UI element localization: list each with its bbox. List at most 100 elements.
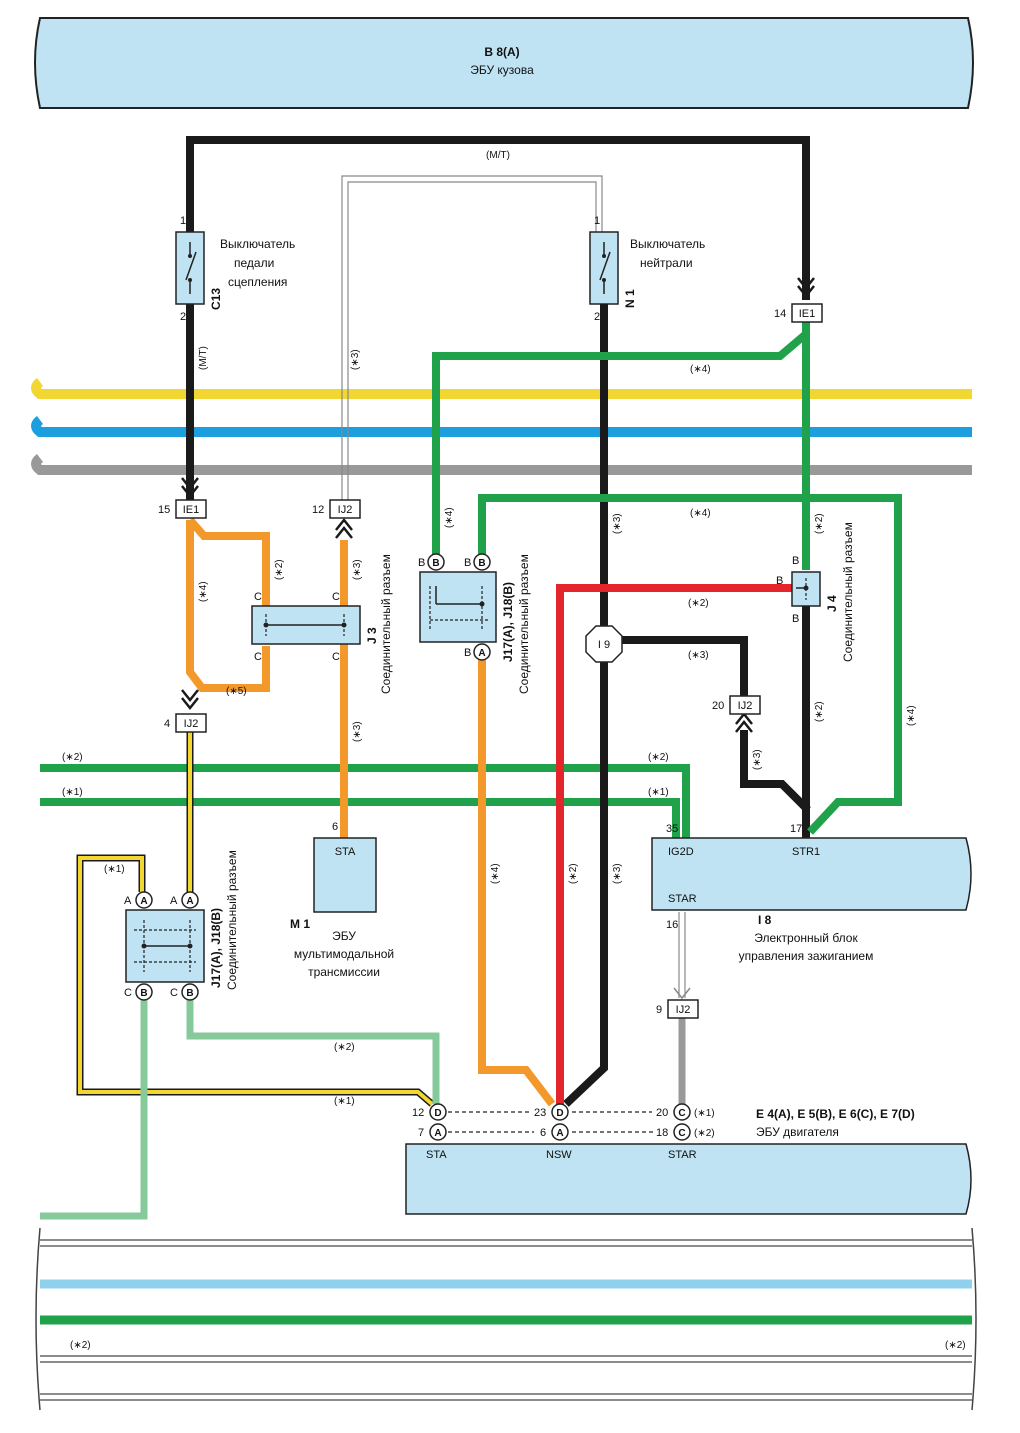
trans-ecu-block[interactable] — [313, 837, 377, 913]
wire-thin-n3 — [341, 175, 603, 500]
engine-pin-nsw: NSW — [546, 1149, 572, 1161]
eng-num-20: 20 — [656, 1107, 668, 1119]
connector-ie1-14-label: IE1 — [799, 308, 816, 320]
connector-ij2-20[interactable]: IJ2 — [729, 695, 761, 715]
j17l-code: J17(A), J18(B) — [209, 908, 223, 988]
j4-label: Соединительный разъем — [841, 522, 855, 662]
pin-20-ij2: 20 — [712, 700, 724, 712]
j17l-label: Соединительный разъем — [225, 850, 239, 990]
clutch-label-3: сцепления — [228, 275, 287, 289]
j17l-pin-b1: B — [140, 988, 147, 999]
note-n4-left: (∗4) — [444, 507, 455, 528]
trans-ecu-name-2: мультимодальной — [294, 947, 394, 961]
engine-ecu-block[interactable] — [405, 1143, 972, 1215]
clutch-label-2: педали — [234, 256, 274, 270]
trans-ecu-pin: STA — [335, 846, 356, 858]
j17l-lbl-c1: C — [124, 987, 132, 999]
j17l-pins — [135, 891, 199, 1001]
wire-green-n4-right — [478, 494, 902, 835]
j17u-pin-a: A — [478, 648, 485, 659]
j4-pin-b3: B — [792, 613, 799, 625]
wire-orange-n4-nsw — [478, 660, 556, 1107]
bus-wires-bottom — [35, 1227, 977, 1411]
pin-14: 14 — [774, 308, 786, 320]
joint-j17-upper[interactable] — [419, 571, 497, 643]
connector-ij2-4[interactable]: IJ2 — [175, 713, 207, 733]
wire-orange-ie1-j3 — [186, 517, 270, 692]
engine-ecu-name: ЭБУ двигателя — [756, 1125, 839, 1139]
wire-lightgreen-bus — [40, 996, 148, 1220]
note-n2-star: (∗2) — [694, 1128, 715, 1139]
engine-ecu-dashes — [448, 1111, 656, 1133]
note-n4-orange: (∗4) — [490, 863, 501, 884]
wire-green-ig2d — [40, 764, 690, 840]
j4-code: J 4 — [825, 595, 839, 612]
j17u-pin-b2: B — [478, 558, 485, 569]
connector-ij2-9[interactable]: IJ2 — [667, 999, 699, 1019]
connector-ij2-4-label: IJ2 — [184, 718, 199, 730]
connector-ij2-20-label: IJ2 — [738, 700, 753, 712]
j17l-pin-a1: A — [140, 896, 147, 907]
j3-pin-c1: C — [254, 591, 262, 603]
neutral-pin-bottom: 2 — [594, 311, 600, 323]
note-n4-mid: (∗4) — [690, 508, 711, 519]
j17l-pin-a2: A — [186, 896, 193, 907]
j3-pin-c2: C — [332, 591, 340, 603]
joint-j3[interactable] — [251, 605, 361, 645]
note-n3-orange-low: (∗3) — [352, 721, 363, 742]
clutch-pin-bottom: 2 — [180, 311, 186, 323]
pin-17: 17 — [790, 823, 802, 835]
body-ecu-block[interactable] — [34, 17, 974, 109]
engine-ecu-pins — [429, 1103, 691, 1141]
ignition-ecu-block[interactable] — [651, 837, 972, 911]
ignition-code: I 8 — [758, 913, 772, 927]
pin-9: 9 — [656, 1004, 662, 1016]
note-n2-j4-up: (∗2) — [814, 513, 825, 534]
trans-ecu-name-3: трансмиссии — [308, 965, 380, 979]
j4-pin-b1: B — [792, 555, 799, 567]
j17l-lbl-a2: A — [170, 895, 178, 907]
eng-num-18: 18 — [656, 1127, 668, 1139]
note-n2-red-side: (∗2) — [568, 863, 579, 884]
ignition-pin-star: STAR — [668, 893, 697, 905]
j3-code: J 3 — [365, 627, 379, 644]
note-n4-orange-left: (∗4) — [198, 581, 209, 602]
j17u-lbl-b3: B — [464, 647, 471, 659]
note-n2-lightgreen: (∗2) — [334, 1042, 355, 1053]
connector-i9-label: I 9 — [598, 639, 610, 651]
connector-ie1-15[interactable]: IE1 — [175, 499, 207, 519]
arrow-heads — [181, 277, 815, 733]
connector-i9[interactable]: I 9 — [585, 625, 623, 663]
j17u-pin-b1: B — [432, 558, 439, 569]
wire-black-mt — [186, 136, 810, 300]
j3-pin-c3: C — [254, 651, 262, 663]
bus-wires-mid — [31, 378, 972, 475]
note-n5: (∗5) — [226, 686, 247, 697]
engine-pin-star: STAR — [668, 1149, 697, 1161]
note-n1-green-left: (∗1) — [62, 787, 83, 798]
note-n2-orange-c: (∗2) — [274, 559, 285, 580]
note-n1-star: (∗1) — [694, 1108, 715, 1119]
note-n4-right: (∗4) — [906, 705, 917, 726]
clutch-pin-top: 1 — [180, 215, 186, 227]
connector-ie1-14[interactable]: IE1 — [791, 303, 823, 323]
j17u-pins — [427, 553, 491, 661]
connector-ie1-15-label: IE1 — [183, 504, 200, 516]
connector-ij2-12[interactable]: IJ2 — [329, 499, 361, 519]
body-ecu-code: B 8(A) — [484, 45, 519, 59]
joint-j4[interactable] — [791, 571, 821, 607]
wire-green-n4-top — [432, 320, 810, 570]
pin-15: 15 — [158, 504, 170, 516]
j3-pin-c4: C — [332, 651, 340, 663]
note-n1-yellow-bottom: (∗1) — [334, 1096, 355, 1107]
note-n2-bottom-left: (∗2) — [70, 1340, 91, 1351]
note-n2-bottom-right: (∗2) — [945, 1340, 966, 1351]
joint-j17-lower[interactable] — [125, 909, 205, 983]
eng-pin-d1: D — [434, 1108, 441, 1119]
neutral-pin-top: 1 — [594, 215, 600, 227]
eng-num-6: 6 — [540, 1127, 546, 1139]
wire-black-ij2-str1 — [740, 730, 811, 813]
pin-6-sta: 6 — [332, 821, 338, 833]
wire-red-n2 — [556, 584, 792, 1104]
